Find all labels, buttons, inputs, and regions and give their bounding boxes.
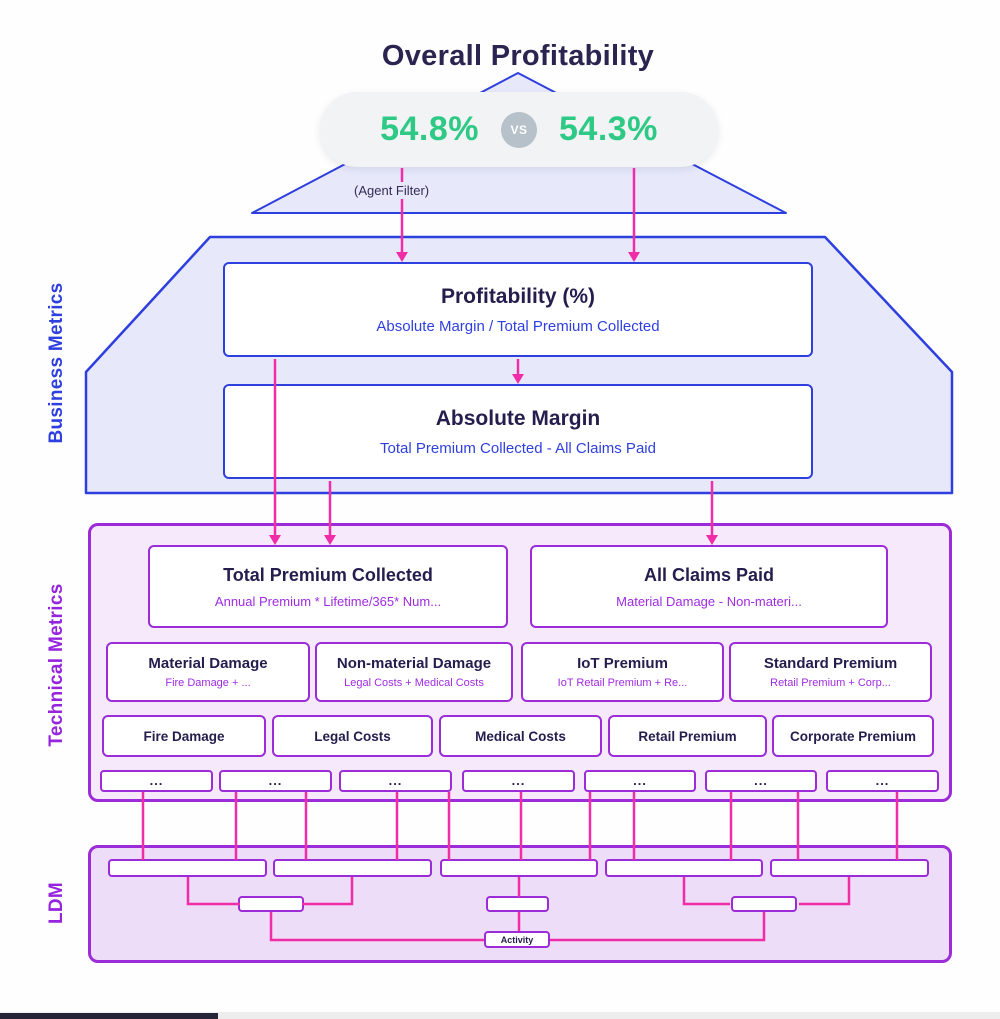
material-damage-node[interactable]: Material Damage Fire Damage + ... <box>106 642 310 702</box>
bottom-dark-bar <box>0 1013 218 1019</box>
ellipsis-node-5[interactable]: ... <box>584 770 696 792</box>
ellipsis-node-6[interactable]: ... <box>705 770 817 792</box>
legal-costs-label: Legal Costs <box>314 728 391 744</box>
non-material-damage-formula: Legal Costs + Medical Costs <box>344 677 484 689</box>
total-premium-formula: Annual Premium * Lifetime/365* Num... <box>214 593 442 609</box>
ellipsis-node-7[interactable]: ... <box>826 770 939 792</box>
material-damage-title: Material Damage <box>148 655 268 672</box>
ellipsis-label: ... <box>268 773 283 788</box>
all-claims-paid-node[interactable]: All Claims Paid Material Damage - Non-ma… <box>530 545 888 628</box>
ldm-table-node-1[interactable] <box>108 859 267 877</box>
retail-premium-label: Retail Premium <box>638 728 737 744</box>
standard-premium-title: Standard Premium <box>763 655 898 672</box>
ldm-table-node-4[interactable] <box>605 859 763 877</box>
section-label-technical-metrics: Technical Metrics <box>46 583 67 747</box>
all-claims-formula: Material Damage - Non-materi... <box>616 593 802 609</box>
absolute-margin-node[interactable]: Absolute Margin Total Premium Collected … <box>223 384 813 479</box>
iot-premium-title: IoT Premium <box>577 655 668 672</box>
ellipsis-label: ... <box>388 773 403 788</box>
total-premium-collected-node[interactable]: Total Premium Collected Annual Premium *… <box>148 545 508 628</box>
ellipsis-label: ... <box>633 773 647 788</box>
ldm-table-node-5[interactable] <box>770 859 929 877</box>
legal-costs-node[interactable]: Legal Costs <box>272 715 433 757</box>
non-material-damage-node[interactable]: Non-material Damage Legal Costs + Medica… <box>315 642 513 702</box>
ldm-join-node-center[interactable] <box>486 896 549 912</box>
activity-label: Activity <box>500 934 534 945</box>
material-damage-formula: Fire Damage + ... <box>165 677 251 689</box>
right-percentage: 54.3% <box>559 110 658 148</box>
medical-costs-label: Medical Costs <box>475 728 566 744</box>
profitability-node[interactable]: Profitability (%) Absolute Margin / Tota… <box>223 262 813 357</box>
ldm-table-node-3[interactable] <box>440 859 598 877</box>
ldm-join-node-left[interactable] <box>238 896 304 912</box>
section-label-business-metrics: Business Metrics <box>46 282 67 444</box>
ellipsis-label: ... <box>149 773 164 788</box>
ellipsis-label: ... <box>754 773 768 788</box>
ellipsis-node-4[interactable]: ... <box>462 770 575 792</box>
arrowhead <box>396 252 408 262</box>
standard-premium-formula: Retail Premium + Corp... <box>770 677 891 689</box>
ellipsis-node-2[interactable]: ... <box>219 770 332 792</box>
activity-node[interactable]: Activity <box>484 931 550 948</box>
non-material-damage-title: Non-material Damage <box>336 655 492 672</box>
ellipsis-label: ... <box>875 773 890 788</box>
section-label-ldm: LDM <box>46 881 67 925</box>
retail-premium-node[interactable]: Retail Premium <box>608 715 767 757</box>
comparison-pill[interactable]: 54.8% VS 54.3% <box>320 92 718 167</box>
profitability-title: Profitability (%) <box>440 284 595 308</box>
fire-damage-label: Fire Damage <box>143 728 225 744</box>
absolute-margin-formula: Total Premium Collected - All Claims Pai… <box>380 439 656 457</box>
corporate-premium-label: Corporate Premium <box>789 728 917 744</box>
agent-filter-label: (Agent Filter) <box>349 182 435 199</box>
ldm-join-node-right[interactable] <box>731 896 797 912</box>
bottom-light-strip <box>0 1012 1000 1019</box>
vs-badge: VS <box>501 111 537 148</box>
ldm-table-node-2[interactable] <box>273 859 432 877</box>
iot-premium-formula: IoT Retail Premium + Re... <box>557 677 688 689</box>
iot-premium-node[interactable]: IoT Premium IoT Retail Premium + Re... <box>521 642 724 702</box>
fire-damage-node[interactable]: Fire Damage <box>102 715 266 757</box>
page-title: Overall Profitability <box>381 40 655 72</box>
all-claims-title: All Claims Paid <box>643 564 775 585</box>
profitability-formula: Absolute Margin / Total Premium Collecte… <box>376 317 660 335</box>
ellipsis-label: ... <box>511 773 526 788</box>
arrowhead <box>628 252 640 262</box>
standard-premium-node[interactable]: Standard Premium Retail Premium + Corp..… <box>729 642 932 702</box>
left-percentage: 54.8% <box>380 110 479 148</box>
arrowhead <box>512 374 524 384</box>
medical-costs-node[interactable]: Medical Costs <box>439 715 602 757</box>
ellipsis-node-1[interactable]: ... <box>100 770 213 792</box>
ellipsis-node-3[interactable]: ... <box>339 770 452 792</box>
absolute-margin-title: Absolute Margin <box>435 406 601 430</box>
total-premium-title: Total Premium Collected <box>223 564 433 585</box>
corporate-premium-node[interactable]: Corporate Premium <box>772 715 934 757</box>
